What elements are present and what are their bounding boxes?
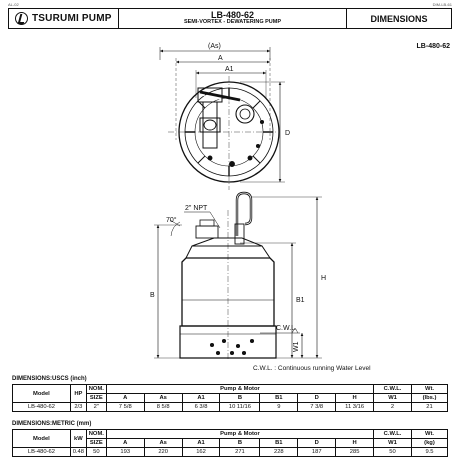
cell-d: 7 3/8 <box>297 402 337 412</box>
npt-label: 2" NPT <box>185 205 208 212</box>
section-title: DIMENSIONS <box>346 9 451 28</box>
model-subtitle: SEMI-VORTEX - DEWATERING PUMP <box>183 19 282 26</box>
cell-wt: 21 <box>411 402 448 412</box>
col-h: H <box>335 393 375 403</box>
drawing-model-label: LB-480-62 <box>416 43 450 50</box>
col-size: SIZE <box>85 438 107 448</box>
cell-w1: 50 <box>373 447 412 457</box>
col-b1: B1 <box>259 393 299 403</box>
table-row: LB-480-62 0.48 50 193 220 162 271 228 18… <box>12 447 449 457</box>
col-b: B <box>219 438 261 448</box>
col-a: A <box>105 438 145 448</box>
cell-h: 285 <box>335 447 375 457</box>
col-w1: W1 <box>373 438 412 448</box>
table-header-row: Model HP NOM. Pump & Motor C.W.L. Wt. <box>12 384 448 403</box>
col-pump-motor: Pump & Motor <box>105 384 375 394</box>
col-model: Model <box>12 429 71 448</box>
angle-label: 70° <box>166 216 177 224</box>
dim-label-b: B <box>150 292 155 299</box>
dim-label-h: H <box>321 275 326 282</box>
cell-b1: 9 <box>259 402 299 412</box>
cell-size: 2" <box>85 402 107 412</box>
col-b: B <box>219 393 261 403</box>
top-view <box>159 47 285 190</box>
model-title-area: LB-480-62 SEMI-VORTEX - DEWATERING PUMP <box>119 9 346 28</box>
cell-w1: 2 <box>373 402 412 412</box>
col-w1: W1 <box>373 393 412 403</box>
cell-size: 50 <box>85 447 107 457</box>
table-row: LB-480-62 2/3 2" 7 5/8 8 5/8 6 3/8 10 11… <box>12 402 448 412</box>
metric-dimensions-table: Model kW NOM. Pump & Motor C.W.L. Wt. SI… <box>12 429 449 457</box>
corner-code-right: DIM-LB-61 <box>432 2 452 7</box>
col-wt-unit: (kg) <box>410 438 449 448</box>
dim-label-a: A <box>218 55 223 62</box>
side-view <box>154 191 322 360</box>
dim-label-w1: W1 <box>293 341 300 352</box>
dim-label-a1: A1 <box>225 66 234 73</box>
col-cwl: C.W.L. <box>373 384 412 394</box>
dim-label-b1: B1 <box>296 297 305 304</box>
col-cwl: C.W.L. <box>373 429 412 439</box>
dim-label-as: (As) <box>208 43 221 50</box>
corner-code-left: AL-02 <box>8 2 19 7</box>
cell-model: LB-480-62 <box>12 402 71 412</box>
cell-a1: 6 3/8 <box>181 402 221 412</box>
col-a1: A1 <box>181 438 221 448</box>
cell-kw: 0.48 <box>69 447 87 457</box>
cell-model: LB-480-62 <box>12 447 71 457</box>
cell-a: 193 <box>105 447 145 457</box>
title-block: TSURUMI PUMP LB-480-62 SEMI-VORTEX - DEW… <box>8 8 452 29</box>
col-hp: HP <box>69 384 87 403</box>
col-b1: B1 <box>259 438 299 448</box>
col-d: D <box>297 393 337 403</box>
col-as: As <box>143 393 183 403</box>
col-model: Model <box>12 384 71 403</box>
cell-b1: 228 <box>259 447 299 457</box>
col-nom: NOM. <box>85 429 107 439</box>
brand-area: TSURUMI PUMP <box>9 9 119 28</box>
cell-as: 220 <box>143 447 183 457</box>
col-nom: NOM. <box>85 384 107 394</box>
uscs-table-title: DIMENSIONS:USCS (inch) <box>12 376 87 382</box>
cell-b: 271 <box>219 447 261 457</box>
cell-a1: 162 <box>181 447 221 457</box>
col-h: H <box>335 438 375 448</box>
uscs-dimensions-table: Model HP NOM. Pump & Motor C.W.L. Wt. SI… <box>12 384 448 412</box>
col-wt-unit: (lbs.) <box>411 393 448 403</box>
cell-h: 11 3/16 <box>335 402 375 412</box>
col-kw: kW <box>69 429 87 448</box>
cell-b: 10 11/16 <box>219 402 261 412</box>
table-header-row: SIZE A As A1 B B1 D H W1 (lbs.) <box>13 393 448 403</box>
cell-as: 8 5/8 <box>143 402 183 412</box>
col-wt: Wt. <box>410 429 449 439</box>
col-pump-motor: Pump & Motor <box>105 429 375 439</box>
col-wt: Wt. <box>411 384 448 394</box>
tsurumi-logo-icon <box>15 12 28 25</box>
cell-wt: 9.5 <box>410 447 449 457</box>
col-d: D <box>297 438 337 448</box>
cwl-label: C.W.L. <box>276 325 297 332</box>
brand-name: TSURUMI PUMP <box>32 13 112 24</box>
cwl-footnote: C.W.L. : Continuous running Water Level <box>253 365 371 372</box>
col-as: As <box>143 438 183 448</box>
dim-label-d: D <box>285 130 290 137</box>
model-title: LB-480-62 <box>210 10 255 20</box>
col-a1: A1 <box>181 393 221 403</box>
metric-table-title: DIMENSIONS:METRIC (mm) <box>12 421 92 427</box>
table-header-row: Model kW NOM. Pump & Motor C.W.L. Wt. <box>12 429 449 448</box>
cell-a: 7 5/8 <box>105 402 145 412</box>
cell-hp: 2/3 <box>69 402 87 412</box>
col-size: SIZE <box>85 393 107 403</box>
cell-d: 187 <box>297 447 337 457</box>
col-a: A <box>105 393 145 403</box>
